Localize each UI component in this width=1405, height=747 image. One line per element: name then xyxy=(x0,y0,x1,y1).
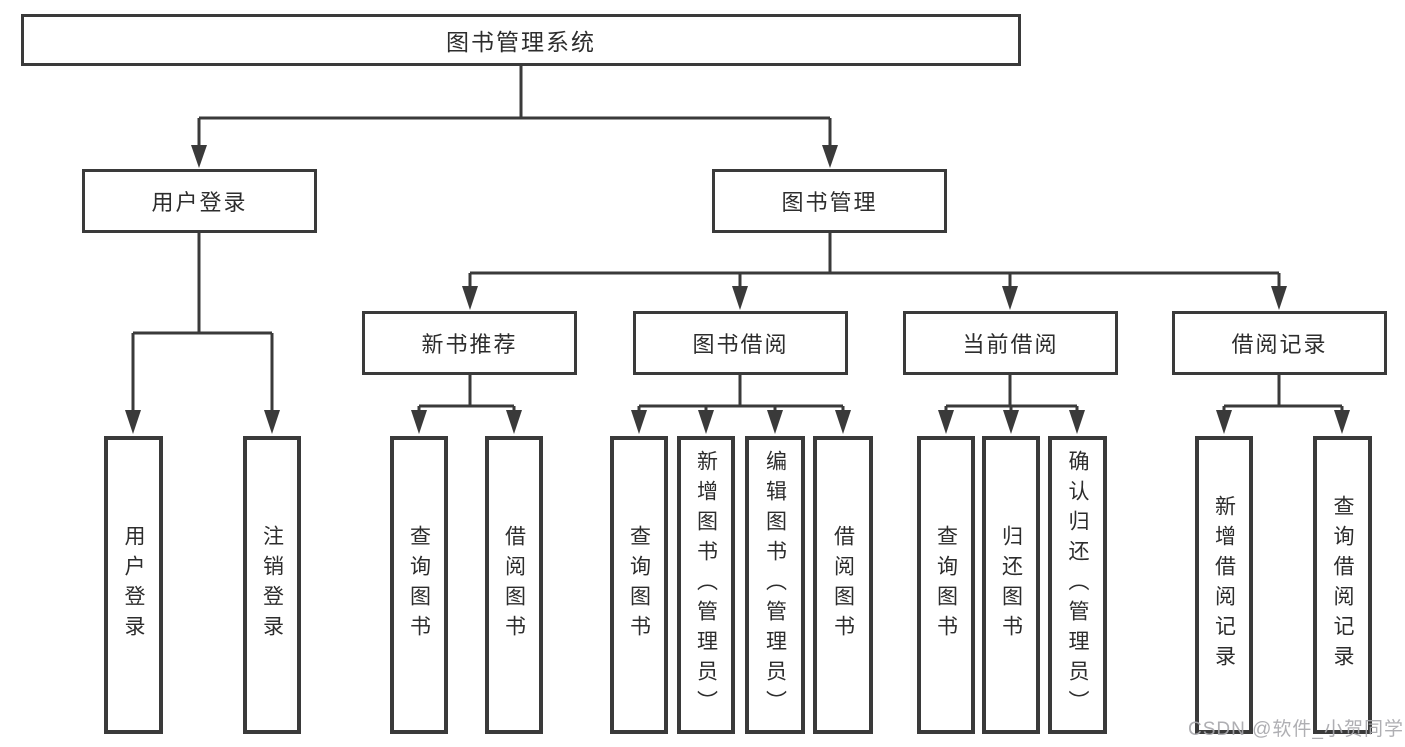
leaf-borrow-query-books-label: 查询图书 xyxy=(627,525,651,645)
leaf-borrow-books-label: 借阅图书 xyxy=(831,525,855,645)
leaf-borrow-books: 借阅图书 xyxy=(813,436,873,734)
node-book-borrowing: 图书借阅 xyxy=(633,311,848,375)
node-user-login-label: 用户登录 xyxy=(151,190,248,215)
leaf-confirm-return-admin: 确认归还（管理员） xyxy=(1048,436,1107,734)
leaf-return-books: 归还图书 xyxy=(982,436,1040,734)
node-user-login: 用户登录 xyxy=(82,169,317,233)
leaf-newbook-borrow-books-label: 借阅图书 xyxy=(502,525,526,645)
node-borrow-records-label: 借阅记录 xyxy=(1231,332,1328,357)
csdn-watermark: CSDN @软件_小贺同学 xyxy=(1188,719,1404,740)
node-root-label: 图书管理系统 xyxy=(446,29,596,55)
leaf-query-borrow-record: 查询借阅记录 xyxy=(1313,436,1372,734)
leaf-add-books-admin-label: 新增图书（管理员） xyxy=(694,450,718,720)
connector-new-book-to-leaves xyxy=(411,375,522,434)
node-new-book-recommend: 新书推荐 xyxy=(362,311,577,375)
leaf-borrow-query-books: 查询图书 xyxy=(610,436,668,734)
leaf-confirm-return-admin-label: 确认归还（管理员） xyxy=(1066,450,1089,720)
node-borrow-records: 借阅记录 xyxy=(1172,311,1387,375)
leaf-logout-label: 注销登录 xyxy=(260,525,284,645)
node-book-borrowing-label: 图书借阅 xyxy=(692,332,789,357)
leaf-newbook-query-books-label: 查询图书 xyxy=(407,525,431,645)
leaf-logout: 注销登录 xyxy=(243,436,301,734)
leaf-query-borrow-record-label: 查询借阅记录 xyxy=(1331,495,1354,675)
connector-user-login-to-leaves xyxy=(125,233,280,434)
leaf-edit-books-admin-label: 编辑图书（管理员） xyxy=(763,450,787,720)
connector-borrow-to-leaves xyxy=(631,375,851,434)
leaf-add-borrow-record: 新增借阅记录 xyxy=(1195,436,1253,734)
connector-records-to-leaves xyxy=(1216,375,1350,434)
connector-current-to-leaves xyxy=(938,375,1085,434)
leaf-newbook-borrow-books: 借阅图书 xyxy=(485,436,543,734)
leaf-current-query-books: 查询图书 xyxy=(917,436,975,734)
leaf-return-books-label: 归还图书 xyxy=(999,525,1023,645)
leaf-add-books-admin: 新增图书（管理员） xyxy=(677,436,735,734)
leaf-user-login-label: 用户登录 xyxy=(122,525,145,645)
leaf-newbook-query-books: 查询图书 xyxy=(390,436,448,734)
node-current-borrowing-label: 当前借阅 xyxy=(962,332,1059,357)
leaf-add-borrow-record-label: 新增借阅记录 xyxy=(1212,495,1236,675)
node-current-borrowing: 当前借阅 xyxy=(903,311,1118,375)
connector-book-mgmt-to-level3 xyxy=(462,233,1287,310)
leaf-edit-books-admin: 编辑图书（管理员） xyxy=(745,436,805,734)
node-book-management: 图书管理 xyxy=(712,169,947,233)
leaf-user-login: 用户登录 xyxy=(104,436,163,734)
node-root: 图书管理系统 xyxy=(21,14,1021,66)
node-book-management-label: 图书管理 xyxy=(781,190,878,215)
connector-root-to-level2 xyxy=(191,66,838,168)
leaf-current-query-books-label: 查询图书 xyxy=(934,525,958,645)
node-new-book-recommend-label: 新书推荐 xyxy=(421,332,518,357)
